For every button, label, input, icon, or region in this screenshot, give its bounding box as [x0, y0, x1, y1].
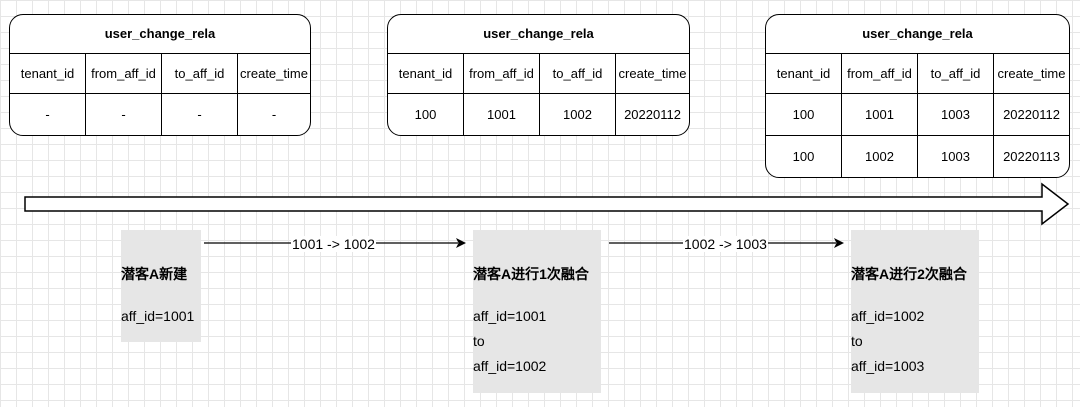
step-line: aff_id=1001: [473, 308, 547, 324]
table-cell: 20220113: [1003, 149, 1060, 164]
column-header: tenant_id: [766, 54, 842, 93]
table-title: user_change_rela: [766, 15, 1069, 54]
table-cell: 1001: [842, 94, 918, 135]
table-cell: -: [86, 94, 162, 135]
table-user-change-rela-3: user_change_rela tenant_id from_aff_id t…: [765, 14, 1070, 178]
column-header: tenant_id: [10, 54, 86, 93]
column-header: to_aff_id: [162, 54, 238, 93]
table-cell: -: [10, 94, 86, 135]
table-cell: -: [271, 107, 277, 122]
step-title: 潜客A进行2次融合: [851, 266, 967, 282]
table-title: user_change_rela: [388, 15, 689, 54]
table-cell: 100: [388, 94, 464, 135]
table-title: user_change_rela: [10, 15, 310, 54]
table-header-row: tenant_id from_aff_id to_aff_id create_t…: [766, 54, 1069, 94]
column-header: create_time: [240, 66, 308, 81]
table-cell: 1003: [918, 136, 994, 177]
table-cell: 100: [766, 94, 842, 135]
table-cell: 1002: [540, 94, 616, 135]
step-line: to: [851, 333, 863, 349]
timeline-arrow: [24, 182, 1070, 226]
table-cell: 20220112: [624, 107, 681, 122]
column-header: to_aff_id: [918, 54, 994, 93]
column-header: from_aff_id: [842, 54, 918, 93]
table-header-row: tenant_id from_aff_id to_aff_id create_t…: [388, 54, 689, 94]
step-box-create: 潜客A新建 aff_id=1001: [121, 230, 201, 342]
column-header: create_time: [618, 66, 687, 81]
step-line: aff_id=1003: [851, 358, 925, 374]
column-header: to_aff_id: [540, 54, 616, 93]
table-cell: 100: [766, 136, 842, 177]
column-header: tenant_id: [388, 54, 464, 93]
table-row: 100 1001 1002 20220112: [388, 94, 689, 135]
column-header: from_aff_id: [86, 54, 162, 93]
step-title: 潜客A新建: [121, 266, 188, 282]
table-row: 100 1001 1003 20220112: [766, 94, 1069, 136]
step-box-merge-2: 潜客A进行2次融合 aff_id=1002 to aff_id=1003: [851, 230, 979, 393]
step-line: aff_id=1001: [121, 308, 195, 324]
edge-label: 1002 -> 1003: [683, 236, 768, 252]
step-title: 潜客A进行1次融合: [473, 266, 589, 282]
table-cell: 1002: [842, 136, 918, 177]
table-cell: -: [162, 94, 238, 135]
step-line: to: [473, 333, 485, 349]
table-cell: 1003: [918, 94, 994, 135]
table-user-change-rela-1: user_change_rela tenant_id from_aff_id t…: [9, 14, 311, 136]
edge-label: 1001 -> 1002: [291, 236, 376, 252]
table-user-change-rela-2: user_change_rela tenant_id from_aff_id t…: [387, 14, 690, 136]
step-line: aff_id=1002: [473, 358, 547, 374]
table-row: - - - -: [10, 94, 310, 135]
column-header: create_time: [997, 66, 1066, 81]
table-cell: 1001: [464, 94, 540, 135]
step-line: aff_id=1002: [851, 308, 925, 324]
column-header: from_aff_id: [464, 54, 540, 93]
table-cell: 20220112: [1003, 107, 1060, 122]
table-row: 100 1002 1003 20220113: [766, 136, 1069, 177]
step-box-merge-1: 潜客A进行1次融合 aff_id=1001 to aff_id=1002: [473, 230, 601, 393]
table-header-row: tenant_id from_aff_id to_aff_id create_t…: [10, 54, 310, 94]
